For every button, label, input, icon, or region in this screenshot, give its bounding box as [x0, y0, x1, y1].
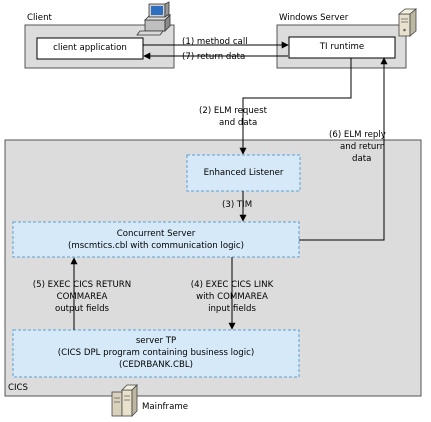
concurrent-server-description: (mscmtics.cbl with communication logic)	[67, 241, 244, 251]
elm-reply-arrow	[299, 57, 388, 241]
mainframe-server-icon	[111, 384, 138, 417]
method-call-label: (1) method call	[182, 37, 248, 47]
client-region-title: Client	[27, 13, 52, 23]
desktop-computer-icon	[136, 1, 171, 36]
server-tower-icon	[397, 8, 418, 37]
elm-request-label-cont: and data	[219, 118, 258, 128]
client-application-label: client application	[53, 43, 127, 53]
elm-request-arrow	[239, 58, 352, 155]
cics-region-title: CICS	[8, 383, 28, 393]
elm-reply-label-end: data	[352, 154, 372, 164]
enhanced-listener-box	[186, 154, 301, 192]
server-tp-box	[12, 329, 300, 378]
enhanced-listener-label: Enhanced Listener	[203, 168, 284, 178]
exec-return-label-end: output fields	[54, 304, 110, 314]
elm-reply-label: (6) ELM reply	[329, 130, 386, 140]
elm-reply-label-cont: and return	[340, 142, 386, 152]
mainframe-label: Mainframe	[142, 402, 188, 412]
concurrent-server-title: Concurrent Server	[116, 229, 196, 239]
concurrent-server-box	[12, 221, 300, 258]
ti-runtime-box	[288, 36, 396, 59]
exec-link-label-cont: with COMMAREA	[196, 292, 268, 302]
elm-request-label: (2) ELM request	[199, 106, 267, 116]
exec-return-label-cont: COMMAREA	[56, 292, 108, 302]
exec-return-label: (5) EXEC CICS RETURN	[32, 280, 132, 290]
server-tp-filename: (CEDRBANK.CBL)	[119, 360, 193, 370]
server-tp-title: server TP	[135, 336, 177, 346]
exec-link-label: (4) EXEC CICS LINK	[190, 280, 274, 290]
return-data-label: (7) return data	[182, 52, 246, 62]
client-application-box	[36, 37, 144, 60]
windows-server-region-title: Windows Server	[279, 13, 349, 23]
exec-link-label-end: input fields	[208, 304, 256, 314]
tim-label: (3) TIM	[222, 200, 253, 210]
ti-runtime-label: TI runtime	[319, 42, 365, 52]
server-tp-description: (CICS DPL program containing business lo…	[57, 348, 255, 358]
